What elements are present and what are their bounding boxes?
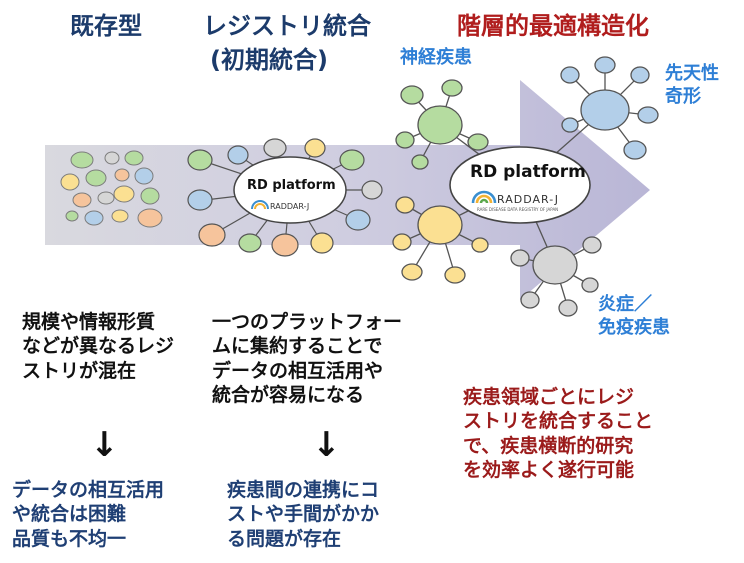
initial-integration-hub: [187, 138, 383, 257]
heading-optimized: 階層的最適構造化: [457, 12, 649, 40]
platform-name-small: RD platform: [247, 178, 336, 193]
heading-integration-sub: (初期統合): [210, 46, 328, 74]
heading-existing: 既存型: [70, 12, 142, 40]
existing-registries-cluster: [60, 150, 163, 228]
raddar-logo-large: [471, 190, 497, 204]
description-integration: 一つのプラットフォー ムに集約することで データの相互活用や 統合が容易になる: [212, 311, 403, 406]
hierarchical-structure: [392, 56, 659, 317]
label-neuro: 神経疾患: [400, 47, 472, 68]
description-existing: 規模や情報形質 などが異なるレジ ストリが混在: [22, 311, 175, 382]
platform-name-large: RD platform: [470, 162, 586, 182]
issue-existing: データの相互活用 や統合は困難 品質も不均一: [12, 479, 165, 550]
label-congenital: 先天性 奇形: [665, 63, 719, 108]
down-arrow-existing: ↓: [90, 425, 119, 465]
raddar-logo-small: [251, 200, 269, 210]
heading-integration: レジストリ統合: [203, 12, 371, 40]
platform-logo-large: RADDAR-J: [497, 193, 560, 206]
issue-integration: 疾患間の連携にコ ストや手間がかか る問題が存在: [227, 479, 380, 550]
label-inflammation: 炎症／ 免疫疾患: [598, 294, 670, 339]
platform-logo-tagline: RARE DISEASE DATA REGISTRY OF JAPAN: [477, 207, 559, 212]
platform-logo-small: RADDAR-J: [270, 202, 310, 211]
down-arrow-integration: ↓: [312, 425, 341, 465]
description-optimized: 疾患領域ごとにレジ ストリを統合すること で、疾患横断的研究 を効率よく遂行可能: [463, 386, 654, 481]
